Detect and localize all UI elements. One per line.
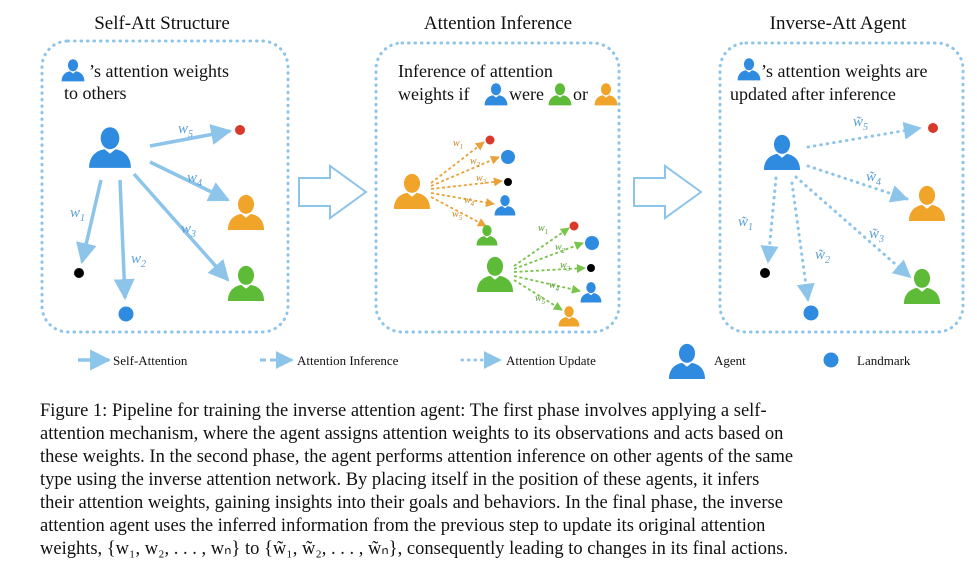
landmark-black [760,268,770,278]
weight-label-w1-tilde: w̃1 [738,214,753,233]
middle-panel-text-2c: or [573,84,588,104]
pipeline-figure: Self-Att Structure Attention Inference I… [40,13,965,380]
attention-update-arrows [760,121,922,302]
landmark-blue [501,150,515,164]
self-agent-icon [89,127,131,168]
middle-panel-text-1: Inference of attention [398,61,553,81]
orange-agent-icon [227,194,265,231]
self-attention-arrow-w3 [132,172,230,282]
phase-arrow-1-icon [298,164,368,220]
svg-text:w5: w5 [452,209,463,222]
self-attention-arrow-w1 [76,179,103,265]
landmark-black [504,178,512,186]
weight-label-w4: w4 [187,170,202,189]
legend-self-attention-label: Self-Attention [113,353,188,368]
weight-label-w2: w2 [131,251,146,270]
right-panel-text-1: ’s attention weights are [761,61,927,81]
green-agent-icon [476,225,498,246]
caption-line: weights, {w₁, w₂, . . . , wₙ} to {w̃₁, w… [40,539,789,559]
middle-panel-frame [374,41,621,334]
landmark-blue [585,236,599,250]
right-panel-text-2: updated after inference [730,84,896,104]
phase-arrow-2-icon [633,164,703,220]
self-attention-arrow-w5 [149,124,233,148]
right-panel-frame [718,41,965,334]
landmark-black [74,268,84,278]
svg-text:w1: w1 [538,223,548,236]
weight-label-w3-tilde: w̃3 [869,226,884,245]
caption-line: these weights. In the second phase, the … [40,447,794,467]
green-agent-icon [548,83,572,106]
green-agent-icon [227,265,265,302]
svg-text:w3: w3 [560,260,571,273]
agent-icon [484,83,508,106]
legend-attention-update-label: Attention Update [506,353,596,368]
legend-agent-icon [668,343,706,380]
svg-text:w2: w2 [470,156,481,169]
svg-text:w5: w5 [535,293,546,306]
landmark-black [587,264,595,272]
middle-panel-text-2b: were [509,84,544,104]
orange-agent-icon [908,185,946,222]
svg-text:w4: w4 [549,280,560,293]
caption-line: Figure 1: Pipeline for training the inve… [40,401,767,421]
landmark-blue [803,305,819,321]
agent-icon [737,58,761,81]
legend-landmark-label: Landmark [857,353,911,368]
left-panel-frame [40,39,290,334]
svg-text:w3: w3 [476,173,487,186]
caption-line: attention agent uses the inferred inform… [40,516,766,536]
weight-label-w5-tilde: w̃5 [853,114,868,133]
svg-text:w2: w2 [555,242,566,255]
svg-text:w1: w1 [453,138,463,151]
figure-caption: Figure 1: Pipeline for training the inve… [40,400,970,561]
left-panel-text-2: to others [64,83,127,103]
orange-inference-arrows [430,141,503,227]
weight-label-w1: w1 [70,205,85,224]
left-panel-title: Self-Att Structure [94,13,230,34]
weight-label-w5: w5 [178,121,193,140]
caption-line: attention mechanism, where the agent ass… [40,424,784,444]
inferring-green-agent-icon [476,256,514,293]
self-attention-arrow-w4 [149,160,230,202]
svg-text:w4: w4 [464,195,475,208]
green-inference-arrows [513,227,586,311]
weight-label-w2-tilde: w̃2 [815,247,830,266]
self-attention-arrow-w2 [113,179,135,301]
legend-landmark-icon [823,352,839,368]
middle-panel-text-2a: weights if [398,84,470,104]
agent-icon [61,59,85,82]
middle-panel-title: Attention Inference [424,13,572,34]
green-agent-icon [903,268,941,305]
left-panel-text-1: ’s attention weights [89,61,229,81]
right-panel-title: Inverse-Att Agent [770,13,907,34]
weight-label-w4-tilde: w̃4 [866,169,881,188]
landmark-red [928,123,938,133]
landmark-red [569,221,579,231]
blue-agent-icon [494,195,516,216]
caption-line: type using the inverse attention network… [40,470,760,490]
updated-agent-icon [763,134,801,171]
green-weight-labels: w1 w2 w3 w4 w5 [535,223,571,306]
landmark-red [235,125,245,135]
inferring-orange-agent-icon [393,173,431,210]
landmark-red [485,135,495,145]
legend-agent-label: Agent [714,353,746,368]
caption-line: their attention weights, gaining insight… [40,493,783,513]
orange-agent-icon [594,83,618,106]
weight-label-w3: w3 [181,221,196,240]
orange-weight-labels: w1 w2 w3 w4 w5 [452,138,487,222]
landmark-blue [118,306,134,322]
blue-agent-icon [580,282,602,303]
legend-attention-inference-label: Attention Inference [297,353,399,368]
